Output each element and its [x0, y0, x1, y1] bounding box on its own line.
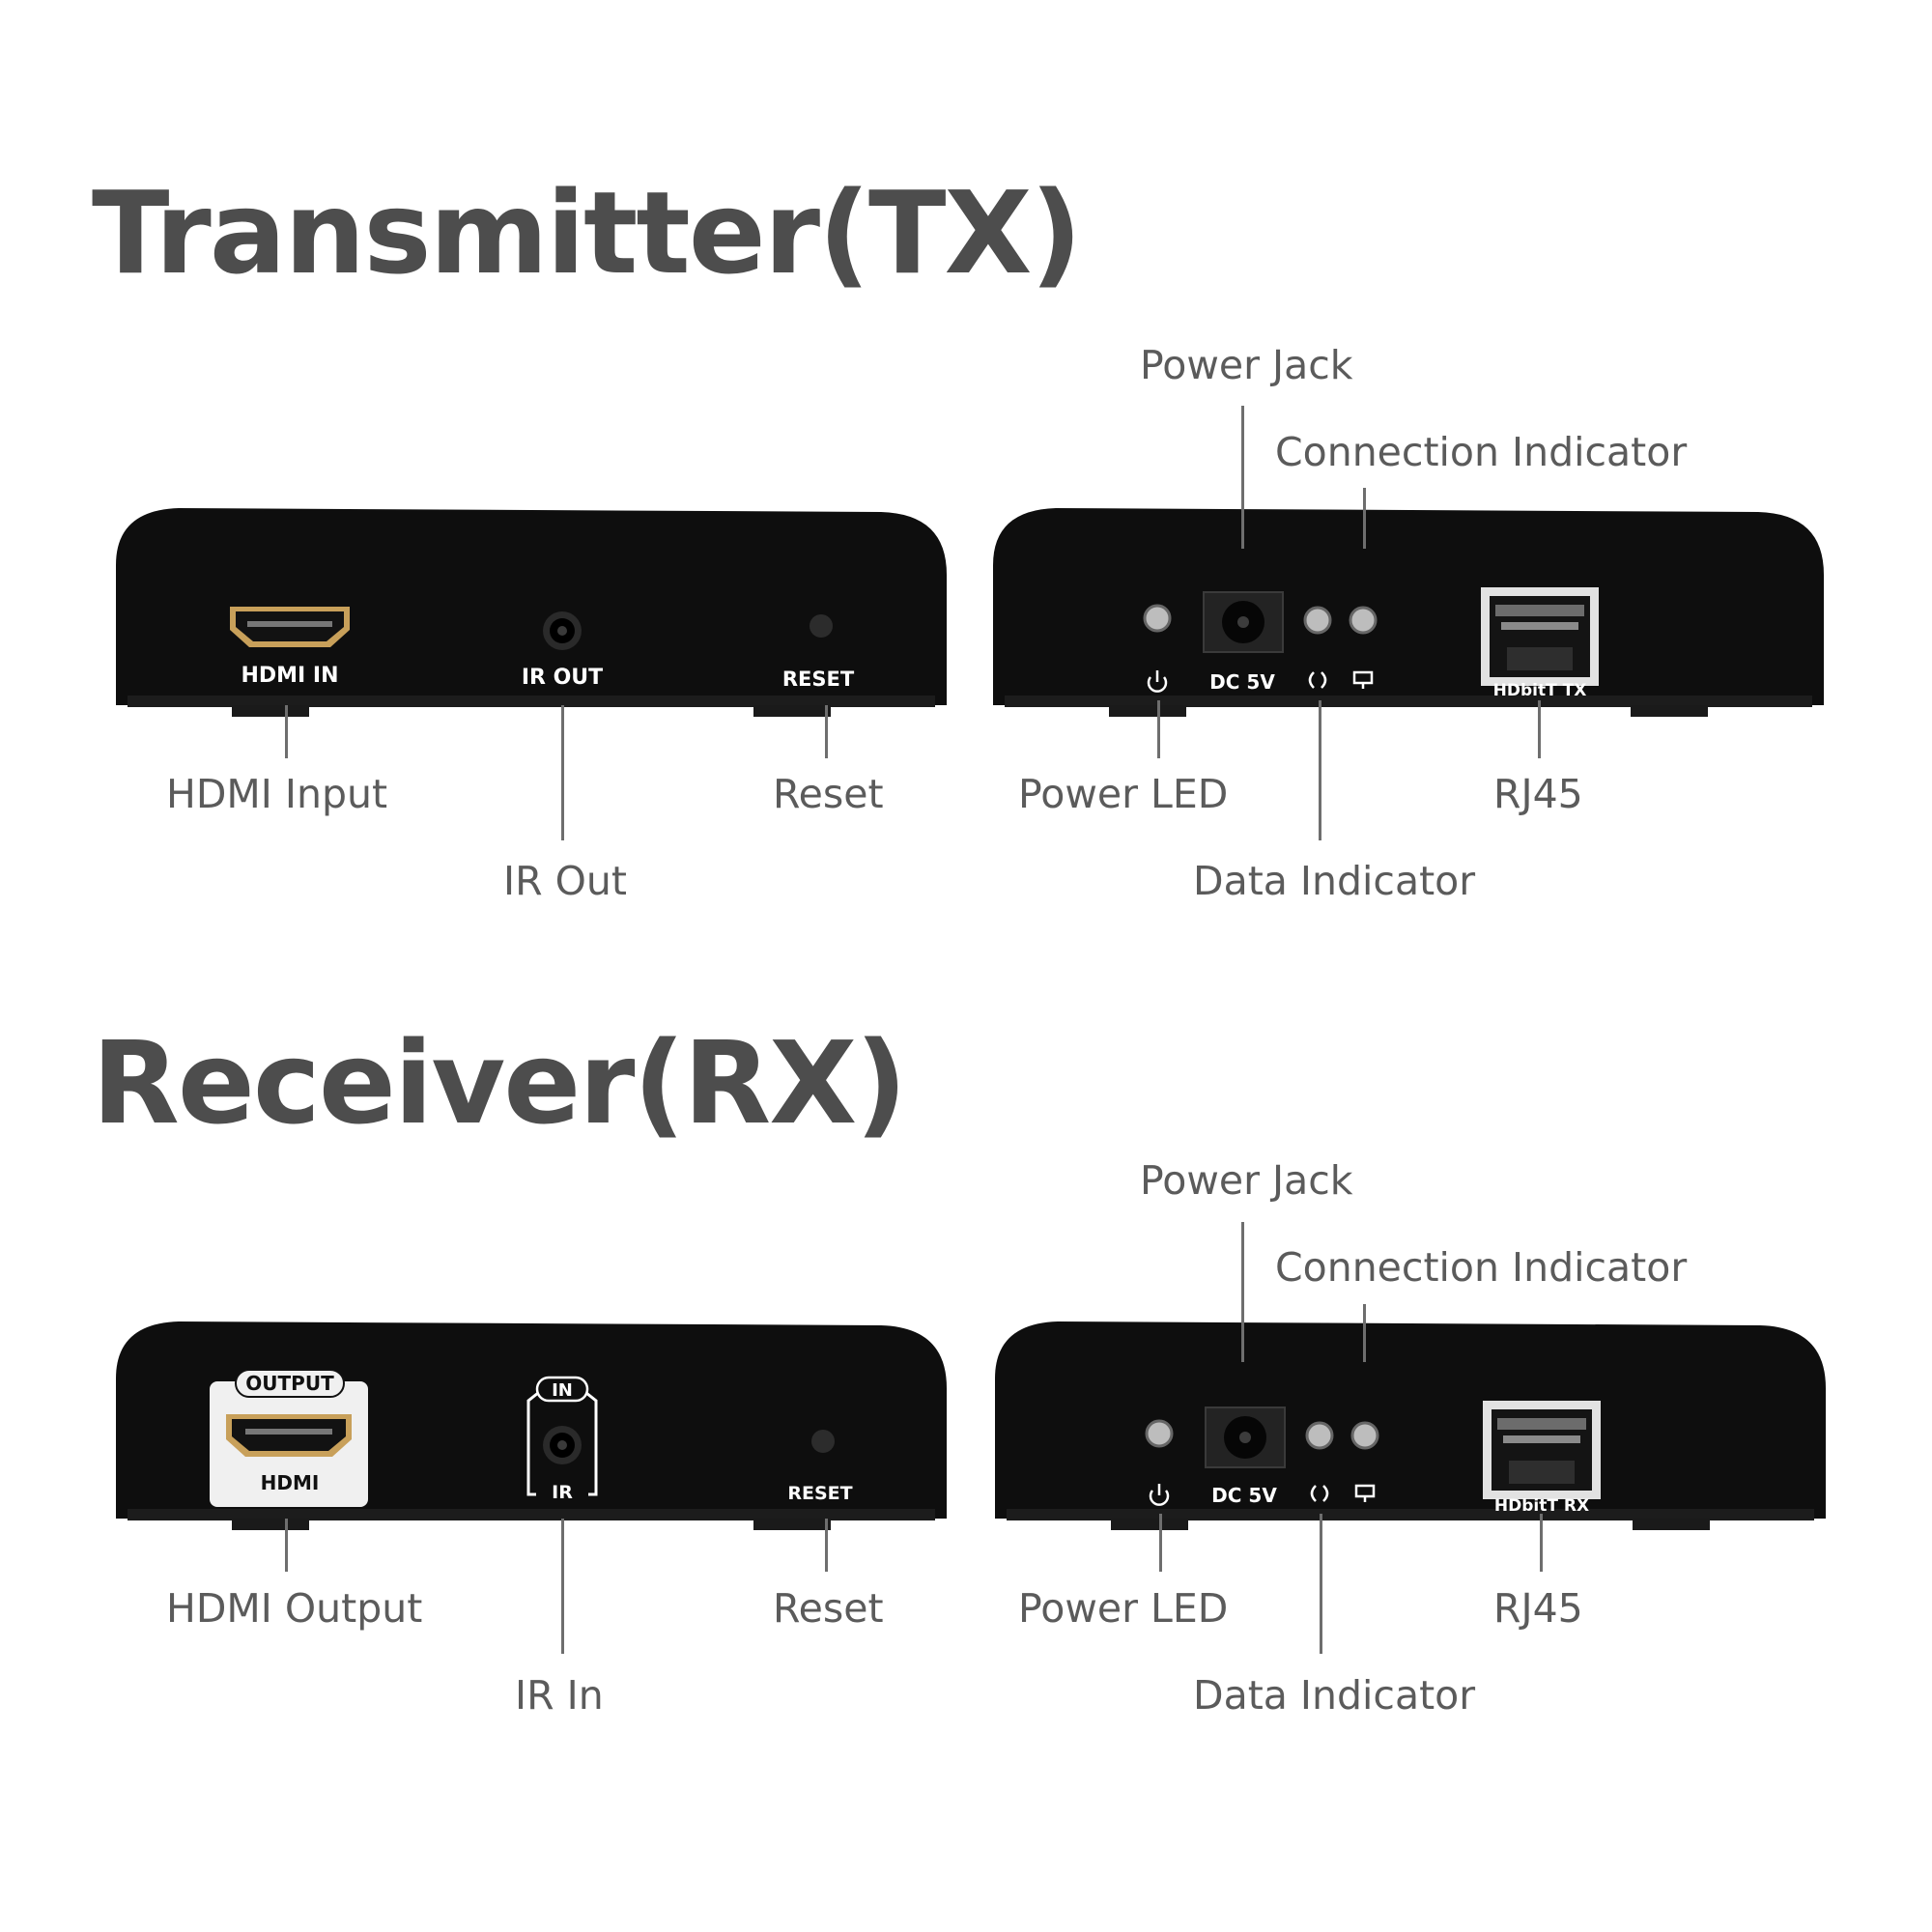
rx-dc-port-label: DC 5V: [1211, 1484, 1277, 1507]
rx-back-panel: DC 5V HDbitT RX: [995, 1321, 1826, 1530]
tx-dc-port-label: DC 5V: [1209, 670, 1275, 694]
rx-reset-leader-line: [825, 1519, 828, 1572]
dc-jack-icon: [1205, 1406, 1286, 1468]
display-symbol-icon: [1354, 1484, 1376, 1502]
data-symbol-icon: [1308, 671, 1327, 689]
rx-hdmi-output-label: HDMI Output: [166, 1585, 423, 1632]
rx-connection-leader-line: [1363, 1304, 1366, 1362]
hdmi-port-icon: [230, 607, 350, 647]
connection-led-icon: [1349, 606, 1378, 635]
display-symbol-icon: [1352, 670, 1374, 689]
tx-ir-leader-line: [561, 705, 564, 840]
tx-rj45-port-label: HDbitT TX: [1493, 681, 1587, 700]
rx-power-jack-label: Power Jack: [1140, 1157, 1353, 1204]
rx-ir-badge-label: IN: [552, 1380, 573, 1401]
reset-hole-icon: [811, 1430, 835, 1453]
rx-front-panel: OUTPUT HDMI IN IR RESET: [116, 1321, 947, 1530]
transmitter-title: Transmitter(TX): [92, 166, 1082, 299]
tx-front-panel: HDMI IN IR OUT RESET: [116, 508, 947, 717]
rx-ir-leader-line: [561, 1519, 564, 1654]
rx-hdmi-leader-line: [285, 1519, 288, 1572]
tx-hdmi-port-label: HDMI IN: [241, 664, 338, 688]
tx-power-jack-label: Power Jack: [1140, 342, 1353, 388]
rx-data-indicator-label: Data Indicator: [1193, 1672, 1476, 1719]
dc-jack-icon: [1203, 591, 1284, 653]
tx-reset-leader-line: [825, 705, 828, 758]
rx-reset-port-label: RESET: [787, 1483, 852, 1504]
tx-connection-leader-line: [1363, 488, 1366, 549]
tx-power-jack-leader-line: [1241, 406, 1244, 549]
rx-ir-in-label: IR In: [515, 1672, 604, 1719]
tx-rj45-label: RJ45: [1493, 771, 1583, 817]
rx-power-jack-leader-line: [1241, 1222, 1244, 1362]
tx-back-panel: DC 5V HDbitT TX: [993, 508, 1824, 717]
rx-rj45-label: RJ45: [1493, 1585, 1583, 1632]
tx-ir-out-label: IR Out: [503, 858, 627, 904]
rx-output-badge-label: OUTPUT: [245, 1372, 334, 1395]
tx-ir-port-label: IR OUT: [522, 666, 603, 690]
rx-rj45-port-label: HDbitT RX: [1494, 1496, 1589, 1516]
tx-connection-indicator-label: Connection Indicator: [1275, 429, 1688, 475]
rx-reset-label: Reset: [773, 1585, 884, 1632]
rx-power-led-leader-line: [1159, 1514, 1162, 1572]
rx-hdmi-port-label: HDMI: [261, 1471, 320, 1494]
tx-power-led-leader-line: [1157, 700, 1160, 758]
data-led-icon: [1305, 1421, 1334, 1450]
reset-hole-icon: [810, 614, 833, 638]
rj45-port-icon: [1483, 1401, 1601, 1499]
rx-data-leader-line: [1320, 1514, 1322, 1654]
tx-reset-port-label: RESET: [782, 668, 855, 691]
tx-data-leader-line: [1319, 700, 1321, 840]
power-led-icon: [1145, 1419, 1174, 1448]
tx-reset-label: Reset: [773, 771, 884, 817]
tx-rj45-leader-line: [1538, 700, 1541, 758]
tx-data-indicator-label: Data Indicator: [1193, 858, 1476, 904]
tx-hdmi-input-label: HDMI Input: [166, 771, 388, 817]
tx-hdmi-leader-line: [285, 705, 288, 758]
rx-rj45-leader-line: [1540, 1514, 1543, 1572]
rx-power-led-label: Power LED: [1018, 1585, 1229, 1632]
rx-ir-port-label: IR: [552, 1482, 573, 1503]
rx-connection-indicator-label: Connection Indicator: [1275, 1244, 1688, 1291]
ir-jack-icon: [543, 611, 582, 650]
power-symbol-icon: [1147, 670, 1168, 693]
data-symbol-icon: [1310, 1485, 1329, 1502]
power-led-icon: [1143, 604, 1172, 633]
hdmi-port-icon: [226, 1414, 352, 1457]
ir-jack-icon: [543, 1426, 582, 1464]
data-led-icon: [1303, 606, 1332, 635]
connection-led-icon: [1350, 1421, 1379, 1450]
rj45-port-icon: [1481, 587, 1599, 686]
power-symbol-icon: [1149, 1484, 1170, 1506]
tx-power-led-label: Power LED: [1018, 771, 1229, 817]
receiver-title: Receiver(RX): [92, 1016, 907, 1150]
